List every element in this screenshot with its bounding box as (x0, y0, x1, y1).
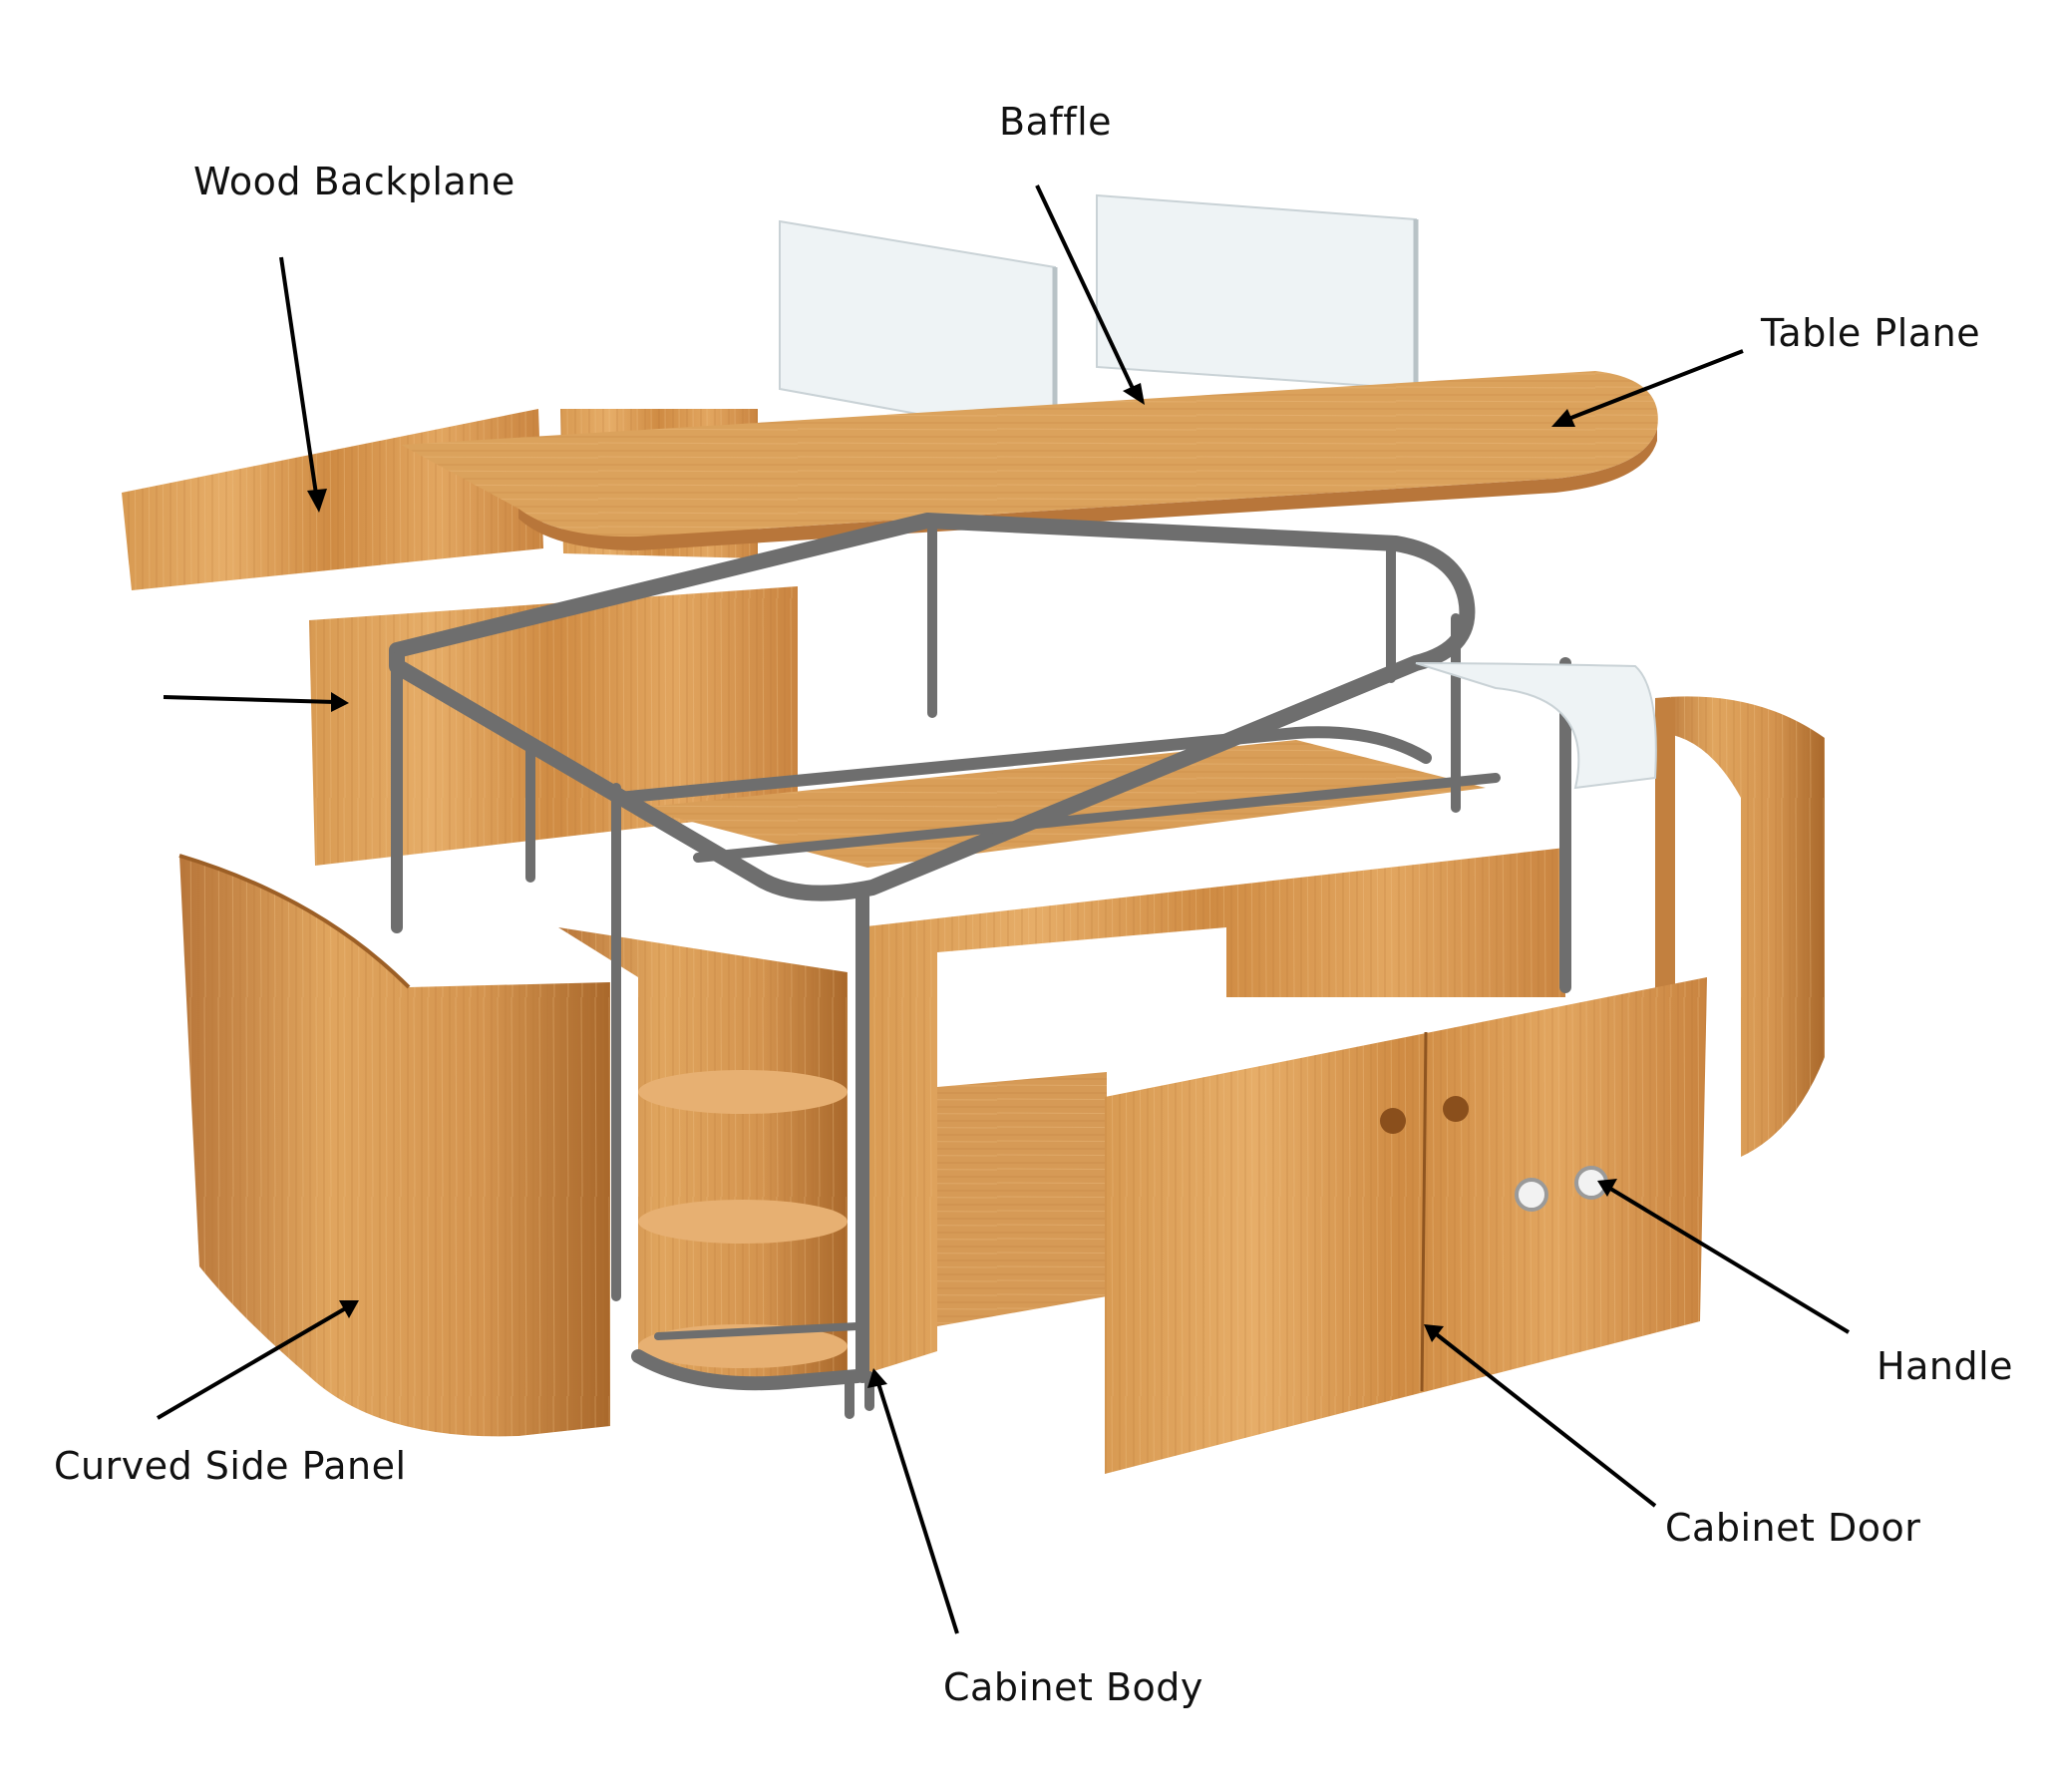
curved-side-panel-part (178, 854, 610, 1437)
arrow-baffle (1035, 184, 1139, 398)
arrowhead-back-panel (331, 692, 349, 712)
table-plane-part (401, 371, 1658, 550)
label-cabinet-body: Cabinet Body (943, 1665, 1203, 1709)
arrowhead-curved-side-panel (339, 1300, 359, 1318)
arrow-table-plane (1562, 349, 1744, 423)
metal-frame (389, 513, 1571, 1419)
label-curved-side-panel: Curved Side Panel (54, 1444, 407, 1488)
arrowhead-baffle (1123, 383, 1145, 405)
arrows (156, 184, 1851, 1634)
label-wood-backplane: Wood Backplane (193, 160, 515, 203)
arrowhead-wood-backplane (307, 489, 327, 513)
cabinet-door-part (1105, 977, 1707, 1474)
label-cabinet-door: Cabinet Door (1665, 1506, 1921, 1550)
arrowhead-table-plane (1551, 409, 1575, 427)
acrylic-side (1415, 662, 1657, 790)
arrowhead-handle (1597, 1179, 1617, 1197)
arrow-handle (1605, 1185, 1851, 1334)
arrow-back-panel (163, 695, 336, 704)
handle-part (1515, 1166, 1608, 1212)
label-handle: Handle (1877, 1344, 2014, 1388)
arrow-cabinet-body (875, 1379, 959, 1634)
arrow-curved-side-panel (156, 1304, 351, 1420)
label-baffle: Baffle (999, 100, 1113, 144)
arrowhead-cabinet-body (867, 1368, 887, 1388)
arrowhead-cabinet-door (1424, 1324, 1444, 1342)
arrow-wood-backplane (279, 256, 319, 502)
label-table-plane: Table Plane (1761, 311, 1981, 355)
arrow-cabinet-door (1432, 1330, 1657, 1508)
